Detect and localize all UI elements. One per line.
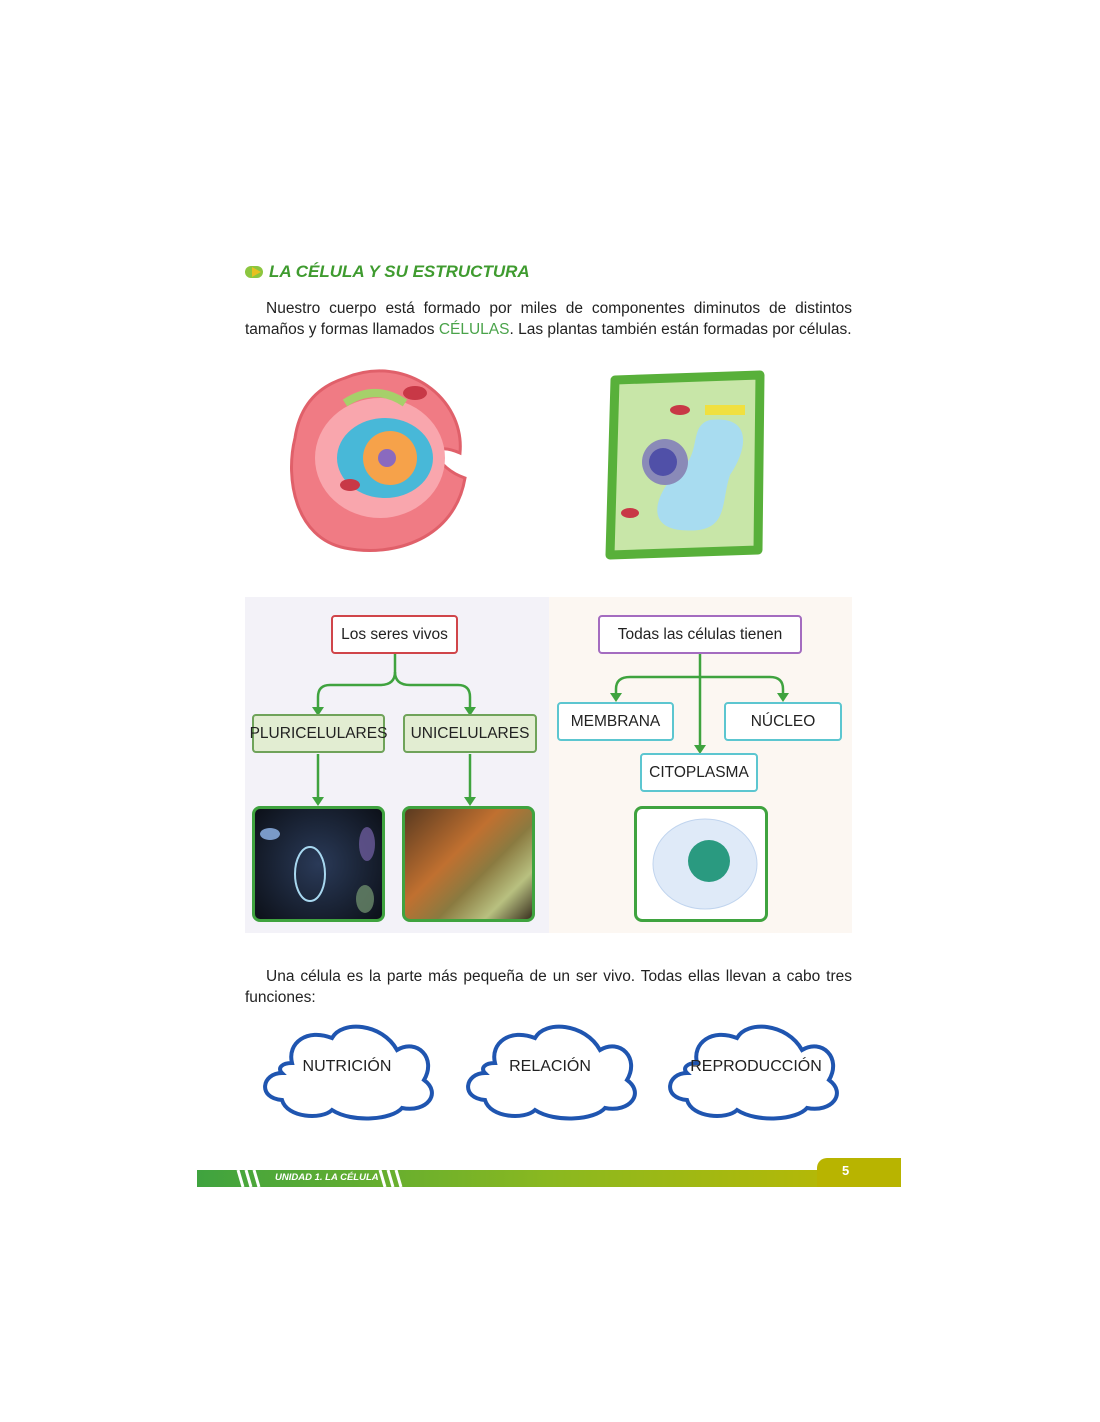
page-number: 5 [842,1163,850,1178]
cloud-relation: RELACIÓN [455,1018,645,1123]
cloud-icon [263,1024,434,1121]
footer-unit-label: UNIDAD 1. LA CÉLULA [275,1172,379,1183]
plant-cell-illustration [605,370,765,560]
animal-cell-illustration [290,369,467,552]
diagram-arrows [312,654,789,806]
box-unicellular: UNICELULARES [403,714,537,753]
multicellular-photo [402,806,535,922]
cloud-icon [668,1024,839,1121]
box-membrane: MEMBRANA [557,702,674,741]
functions-paragraph: Una célula es la parte más pequeña de un… [245,968,852,1006]
footer-stripes-icon [236,1170,403,1187]
page-footer: UNIDAD 1. LA CÉLULA 5 [197,1158,901,1187]
box-multicellular: PLURICELULARES [250,714,387,753]
cloud-reproduction: REPRODUCCIÓN [657,1018,847,1123]
intro-paragraph: Nuestro cuerpo está formado por miles de… [245,300,852,338]
section-marker-icon [245,266,263,278]
box-cytoplasm: CITOPLASMA [640,753,758,792]
box-living-beings: Los seres vivos [331,615,458,654]
cell-photo [634,806,768,922]
microorganism-photo [252,806,385,922]
section-title: LA CÉLULA Y SU ESTRUCTURA [245,262,530,282]
box-nucleus: NÚCLEO [724,702,842,741]
cloud-nutrition: NUTRICIÓN [252,1018,442,1123]
box-all-cells-have: Todas las células tienen [598,615,802,654]
cloud-icon [466,1024,637,1121]
